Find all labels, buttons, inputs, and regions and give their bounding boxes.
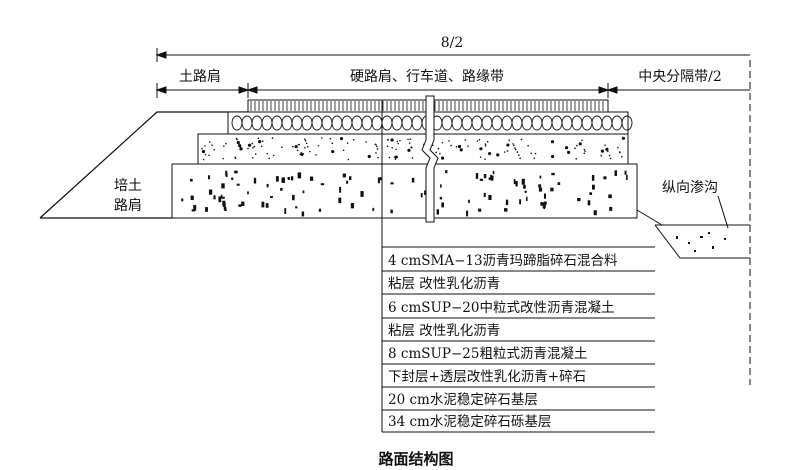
layer-item: 下封层+透层改性乳化沥青+碎石 [388,369,586,385]
layer-item: 8 cmSUP−25粗粒式沥青混凝土 [388,346,587,362]
section-dimension-line [155,83,750,98]
base-layer [171,163,638,219]
half-width-label: 8/2 [441,35,464,51]
soil-shoulder-label: 土路肩 [179,69,221,85]
lower-asphalt-layer [197,133,629,165]
drain-label: 纵向渗沟 [662,180,718,196]
hard-shoulder-lanes-label: 硬路肩、行车道、路缘带 [350,68,504,85]
layer-item: 20 cm水泥稳定碎石基层 [388,391,538,408]
layer-item: 34 cm水泥稳定碎石砾基层 [388,413,551,430]
diagram-caption: 路面结构图 [378,450,453,468]
break-mark [421,95,439,223]
median-label: 中央分隔带/2 [638,69,722,85]
embankment-label-2: 路肩 [114,198,142,214]
layer-item: 4 cmSMA−13沥青玛蹄脂碎石混合料 [388,252,618,269]
layer-table-lines [382,246,655,433]
layer-item: 粘层 改性乳化沥青 [388,323,500,339]
embankment-slope [39,111,252,219]
layer-item: 6 cmSUP−20中粒式改性沥青混凝土 [388,300,614,316]
half-width-dimension [155,48,750,62]
layer-list: 4 cmSMA−13沥青玛蹄脂碎石混合料 粘层 改性乳化沥青 6 cmSUP−2… [388,252,618,430]
embankment-label-1: 培土 [114,178,142,194]
layer-item: 粘层 改性乳化沥青 [388,276,500,292]
longitudinal-drain [636,195,750,259]
